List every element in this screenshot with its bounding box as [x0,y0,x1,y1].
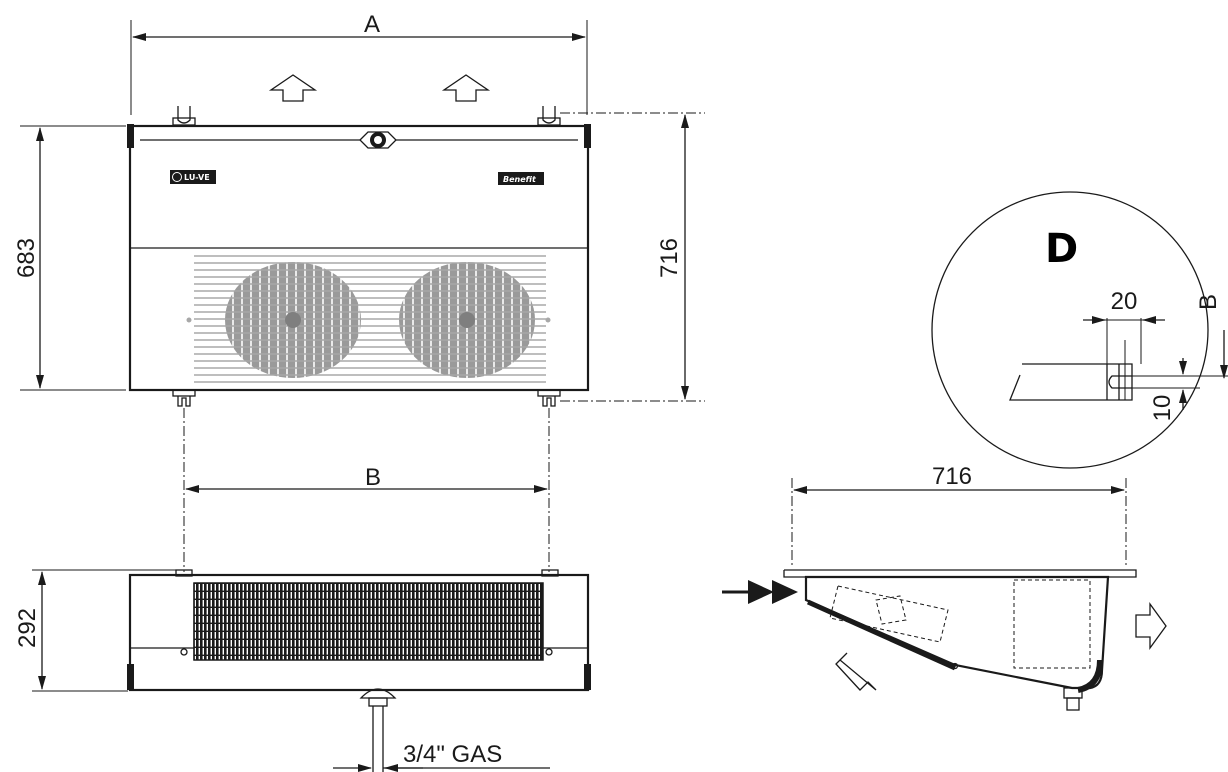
airflow-up-arrow-right-icon [441,74,491,102]
screw-right-icon [545,648,553,656]
bottom-view: 292 3/4" GAS [14,569,591,772]
dim-a-label: A [364,11,380,38]
drain-cap [359,688,397,699]
dim-20-label: 20 [1111,288,1138,315]
detail-title: D [1045,226,1078,272]
mounting-bracket-bottom-right [537,389,561,407]
fan-hub-left [285,312,301,328]
dim-683-label: 683 [13,238,40,278]
dim-292-label: 292 [14,608,41,648]
front-view: A LU-VE Benefit [13,11,705,572]
mounting-bracket-top-right [537,106,561,126]
detail-circle [931,191,1209,469]
benefit-logo-text: Benefit [503,175,537,184]
coil-block [193,582,544,661]
corner-cap-left [127,124,134,148]
inlet-arrow-head-1-icon [748,580,774,604]
bracket-tab-right [541,569,559,577]
side-view: 716 [722,463,1167,711]
dim-b-label: B [365,464,381,491]
unit-body-bottom [128,573,590,692]
pipe-fitting [359,131,397,149]
dim-716-label: 716 [656,238,683,278]
side-drain-pipe [1066,697,1080,711]
corner-cap-bottom-right [584,664,591,690]
unit-body-front [128,124,590,392]
detail-bracket-arm [1009,363,1133,401]
outlet-air-arrow-icon [1135,602,1167,650]
fan-hub-right [459,312,475,328]
side-fan-hub-dashed [875,595,907,625]
airflow-up-arrow-left-icon [268,74,318,102]
drain-nut [368,697,388,707]
side-body-outline [804,575,1110,690]
detail-d: D 20 10 B [931,191,1228,469]
inlet-air-arrow-icon [835,652,877,691]
lu-ve-logo-text: LU-VE [184,173,210,182]
dim-10-label: 10 [1149,395,1176,422]
corner-cap-bottom-left [127,664,134,690]
side-coil-strip [806,599,957,671]
dim-b-detail-label: B [1195,294,1222,310]
fan-grille [186,255,551,383]
detail-slot [1108,375,1132,389]
bracket-tab-left [175,569,193,577]
dim-side-716-label: 716 [932,463,972,490]
side-fan-motor-dashed [829,585,949,643]
side-internal-coil-dashed [1013,579,1091,669]
screw-left-icon [180,648,188,656]
benefit-logo: Benefit [498,172,544,185]
mounting-bracket-top-left [172,106,196,126]
mounting-bracket-bottom-left [172,389,196,407]
inlet-arrow-head-2-icon [772,580,798,604]
corner-cap-right [584,124,591,148]
lu-ve-logo: LU-VE [170,170,216,184]
side-top-flange [784,569,1137,578]
gas-label: 3/4" GAS [403,741,502,768]
